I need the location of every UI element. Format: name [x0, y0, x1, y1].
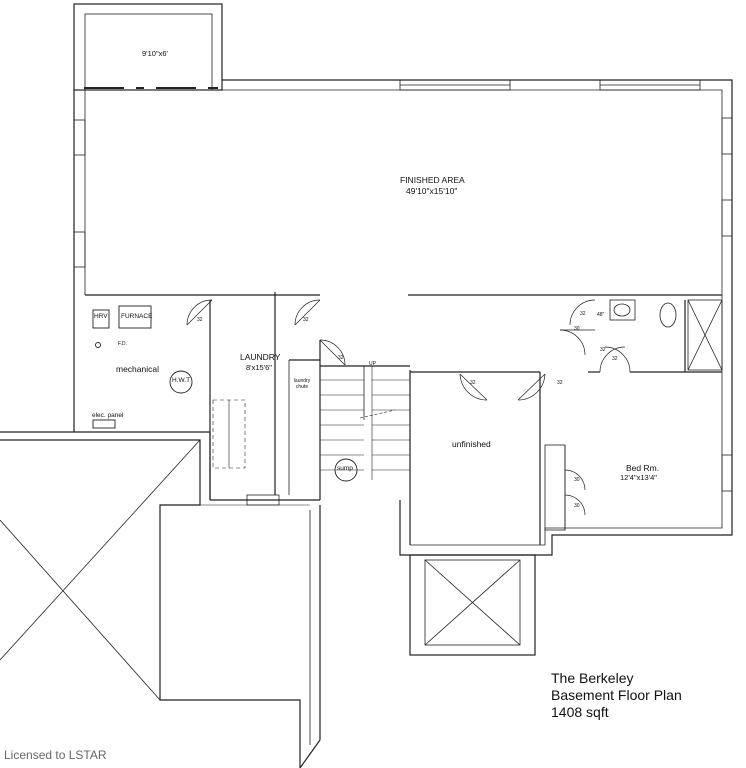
laundry-dimension: 8'x15'6"	[246, 363, 272, 372]
door-label: 32	[338, 355, 344, 361]
door-label: 32	[303, 317, 309, 323]
door-label: 30	[574, 477, 580, 483]
garage-outline	[0, 431, 321, 768]
plan-name: The Berkeley	[551, 670, 634, 686]
door-label: 30	[574, 326, 580, 332]
door-label: 32	[580, 311, 586, 317]
bedroom-dimension: 12'4"x13'4"	[620, 473, 657, 482]
unfinished-label: unfinished	[452, 439, 491, 449]
shelf-dimension-label: 48"	[597, 312, 605, 318]
bathroom-fixtures	[609, 299, 723, 371]
finished-area-label: FINISHED AREA	[400, 175, 465, 185]
plan-area: 1408 sqft	[551, 704, 609, 720]
top-room-dimension: 9'10"x6'	[142, 49, 168, 58]
top-room-walls	[73, 3, 223, 91]
furnace-label: FURNACE	[121, 313, 153, 320]
finished-area-dimension: 49'10"x15'10"	[406, 186, 458, 196]
laundry-chute-label: laundry chute	[293, 378, 311, 390]
license-watermark: Licensed to LSTAR	[4, 748, 107, 762]
elec-panel-label: elec. panel	[92, 412, 124, 419]
bedroom-label: Bed Rm.	[626, 463, 660, 473]
door-label: 32	[600, 347, 606, 353]
windows	[73, 79, 733, 506]
floor-drain-label: F.D.	[118, 341, 127, 347]
title-block: The Berkeley Basement Floor Plan 1408 sq…	[551, 670, 682, 721]
mechanical-label: mechanical	[116, 364, 159, 374]
porch-outline	[409, 554, 536, 656]
hwt-label: H.W.T	[172, 377, 191, 384]
door-label: 32	[557, 380, 563, 386]
hrv-label: HRV	[94, 313, 108, 320]
mechanical-equipment	[92, 305, 358, 482]
door-swings	[186, 299, 631, 516]
plan-type: Basement Floor Plan	[551, 687, 682, 703]
sump-label: sump	[337, 465, 353, 472]
exterior-walls	[73, 79, 733, 556]
laundry-label: LAUNDRY	[240, 352, 281, 362]
interior-walls	[85, 292, 722, 545]
door-label: 30	[574, 503, 580, 509]
door-label: 32	[470, 380, 476, 386]
stair-up-label: UP	[369, 361, 376, 367]
door-label: 32	[612, 356, 618, 362]
door-label: 32	[197, 317, 203, 323]
